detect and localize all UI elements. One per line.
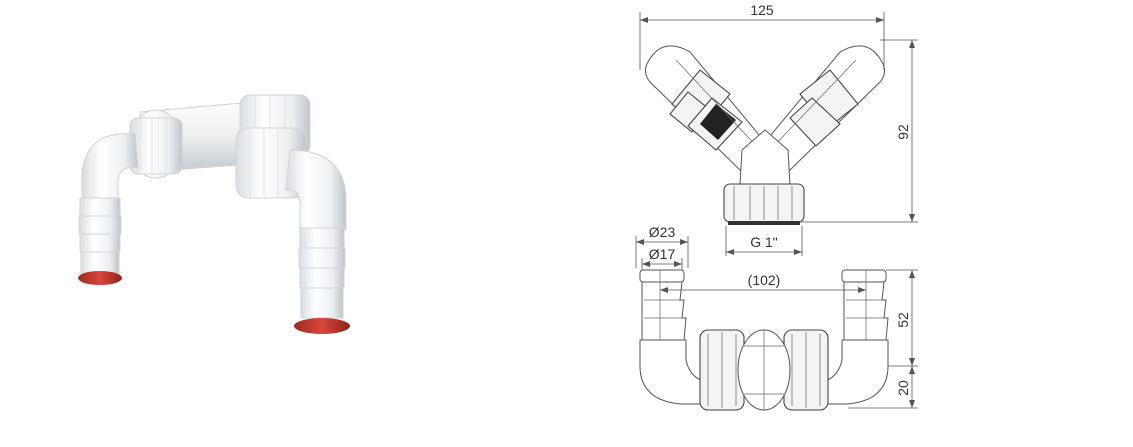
dimension-label-92: 92 [895,124,911,140]
dimension-92: 92 [800,39,918,223]
dimension-52-20: 52 20 [848,269,918,409]
dimension-thread: G 1" [725,226,803,256]
right-barb-drawing [841,269,889,400]
top-view-drawing: Ø23 Ø17 (102) 52 20 [635,224,918,411]
dimension-102: (102) [660,272,866,293]
dimension-dia-23: Ø23 [635,224,689,268]
left-union-nut [129,109,183,179]
product-render [78,94,350,334]
top-view-nuts [699,329,829,411]
front-view-drawing: 125 92 G 1" [639,2,918,256]
dimension-label-52: 52 [895,312,911,328]
dimension-label-20: 20 [895,380,911,396]
dimension-label-dia-23: Ø23 [649,224,676,240]
left-arm [644,45,771,173]
dimension-label-dia-17: Ø17 [649,246,676,262]
dimension-label-125: 125 [750,2,774,18]
dimension-125: 125 [639,2,885,70]
left-hose-barb [78,197,122,285]
right-hose-barb [294,227,350,334]
dimension-label-thread: G 1" [750,234,778,250]
dimension-label-102: (102) [748,272,781,288]
bottom-thread-nut [723,183,805,225]
dimension-dia-17: Ø17 [641,246,683,270]
left-barb-drawing [639,269,687,400]
right-arm [759,45,886,173]
